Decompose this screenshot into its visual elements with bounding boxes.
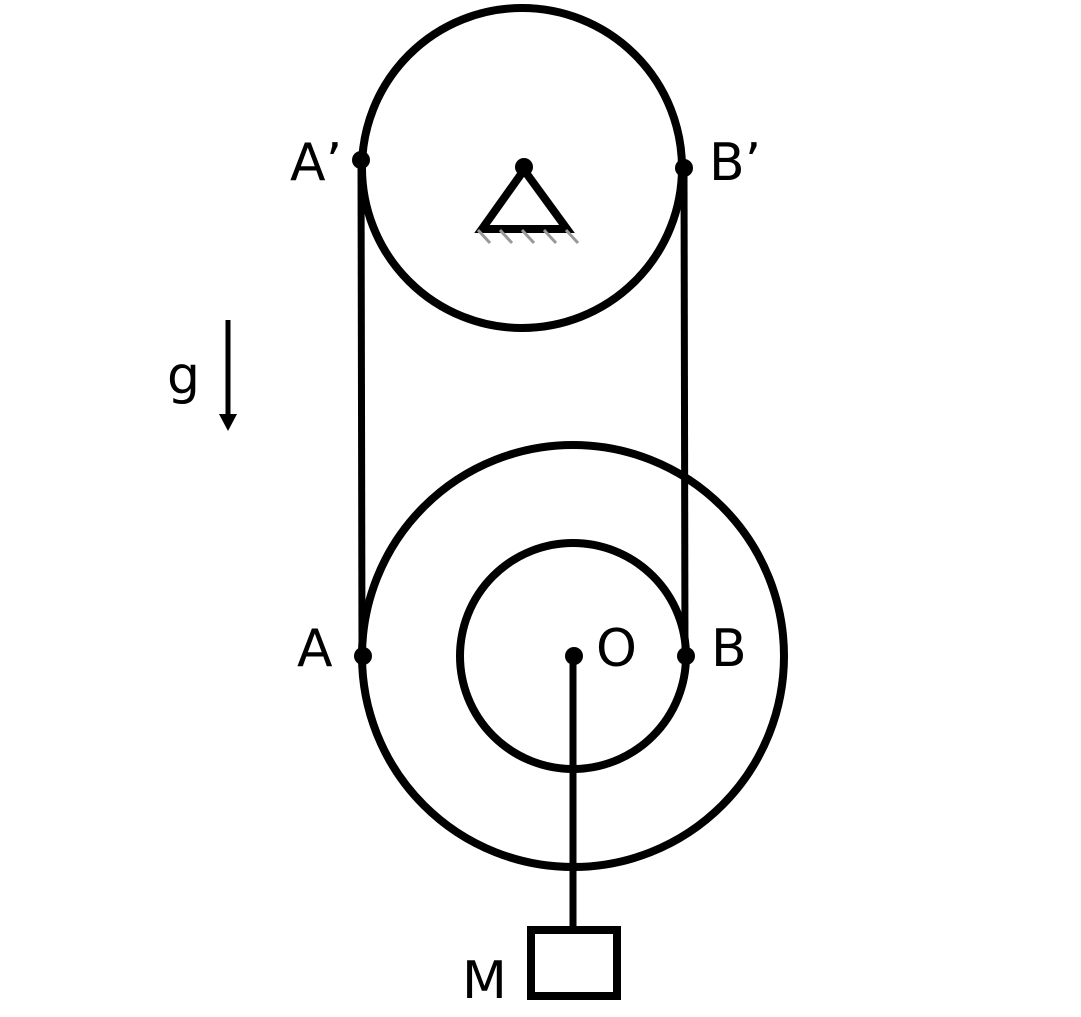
upper-pulley-axle — [515, 158, 533, 176]
gravity-arrow-head — [219, 414, 237, 431]
support-hatch — [520, 228, 536, 245]
rope-right — [680, 167, 689, 657]
point-o — [565, 647, 583, 665]
gravity-arrow — [219, 320, 237, 431]
label-b: B — [711, 619, 747, 679]
label-gravity: g — [167, 346, 200, 406]
support-hatch — [542, 228, 558, 245]
point-b-prime — [675, 159, 693, 177]
fixed-support — [474, 158, 580, 245]
rope-left — [357, 159, 366, 657]
label-b-prime: B’ — [709, 133, 761, 193]
point-a-prime — [352, 151, 370, 169]
label-a: A — [297, 619, 333, 679]
support-hatch — [476, 228, 492, 245]
label-a-prime: A’ — [290, 133, 342, 193]
point-b — [677, 647, 695, 665]
label-o: O — [596, 619, 637, 679]
mass-block — [527, 926, 621, 1000]
support-hatch — [498, 228, 514, 245]
point-a — [354, 647, 372, 665]
support-triangle — [474, 163, 575, 233]
support-hatch — [564, 228, 580, 245]
label-mass: M — [462, 951, 507, 1011]
